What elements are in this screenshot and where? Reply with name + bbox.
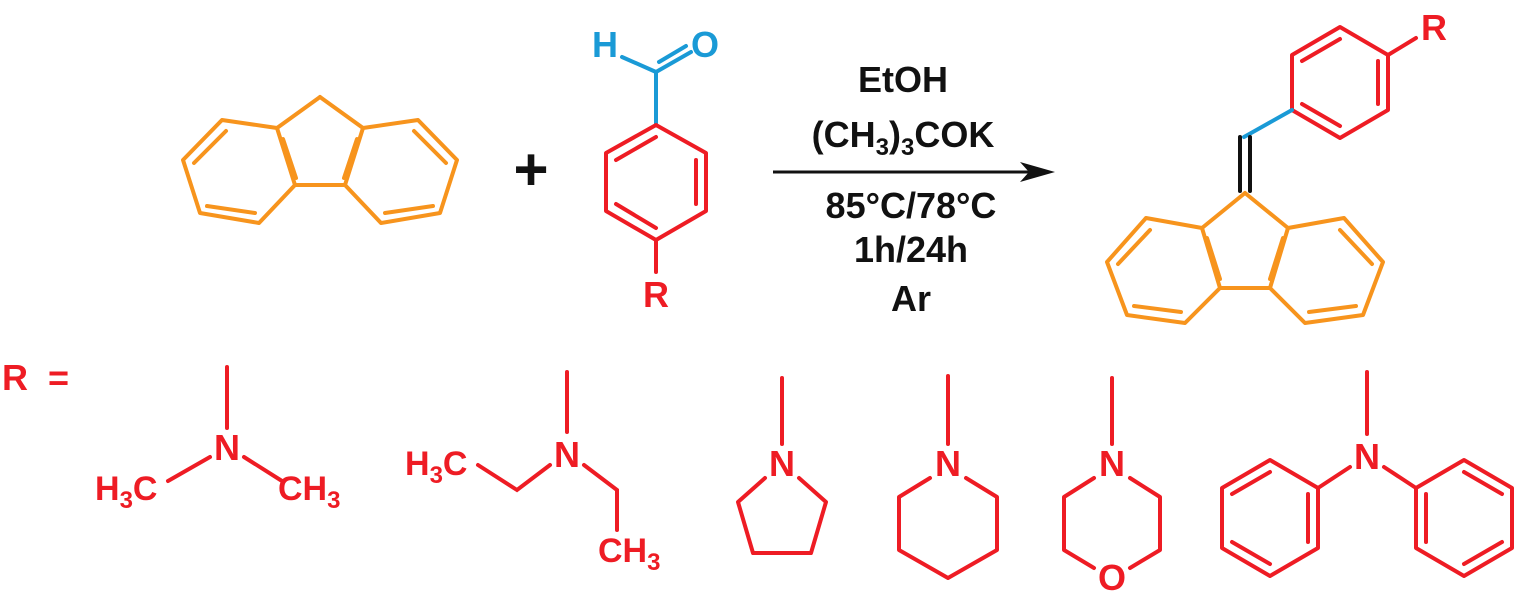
- substituent-diethylamino: N H3C CH3: [405, 370, 660, 576]
- aldehyde-r-label: R: [643, 274, 669, 315]
- dimethylamino-left-methyl: H3C: [95, 470, 157, 514]
- substituent-morpholino: N O: [1062, 376, 1162, 598]
- dimethylamino-right-methyl: CH3: [278, 470, 340, 514]
- product-r-label: R: [1421, 7, 1447, 48]
- product: R: [1105, 7, 1447, 325]
- substituent-dimethylamino: N H3C CH3: [95, 365, 340, 514]
- condition-solvent: EtOH: [858, 59, 948, 100]
- piperidino-n: N: [935, 443, 961, 484]
- condition-atmosphere: Ar: [891, 278, 931, 319]
- r-equals-label: R =: [2, 357, 69, 398]
- diphenylamino-n: N: [1354, 436, 1380, 477]
- condition-time: 1h/24h: [854, 229, 968, 270]
- diethylamino-left-methyl: H3C: [405, 445, 467, 489]
- diethylamino-lower-methyl: CH3: [598, 532, 660, 576]
- aldehyde-h-label: H: [592, 24, 618, 65]
- plus-sign: +: [513, 136, 548, 203]
- substituent-diphenylamino: N: [1220, 370, 1514, 578]
- aldehyde-reactant: H O R: [592, 24, 719, 315]
- morpholino-n: N: [1099, 443, 1125, 484]
- condition-base: (CH3)3COK: [812, 114, 995, 161]
- condition-temperature: 85°C/78°C: [826, 185, 997, 226]
- diethylamino-n: N: [554, 434, 580, 475]
- substituent-piperidino: N: [897, 374, 999, 580]
- reaction-arrow: [773, 162, 1055, 182]
- fluorene-reactant: [181, 95, 459, 225]
- substituent-pyrrolidino: N: [736, 376, 828, 555]
- dimethylamino-n: N: [214, 427, 240, 468]
- pyrrolidino-n: N: [769, 443, 795, 484]
- aldehyde-o-label: O: [691, 24, 719, 65]
- morpholino-o: O: [1098, 557, 1126, 598]
